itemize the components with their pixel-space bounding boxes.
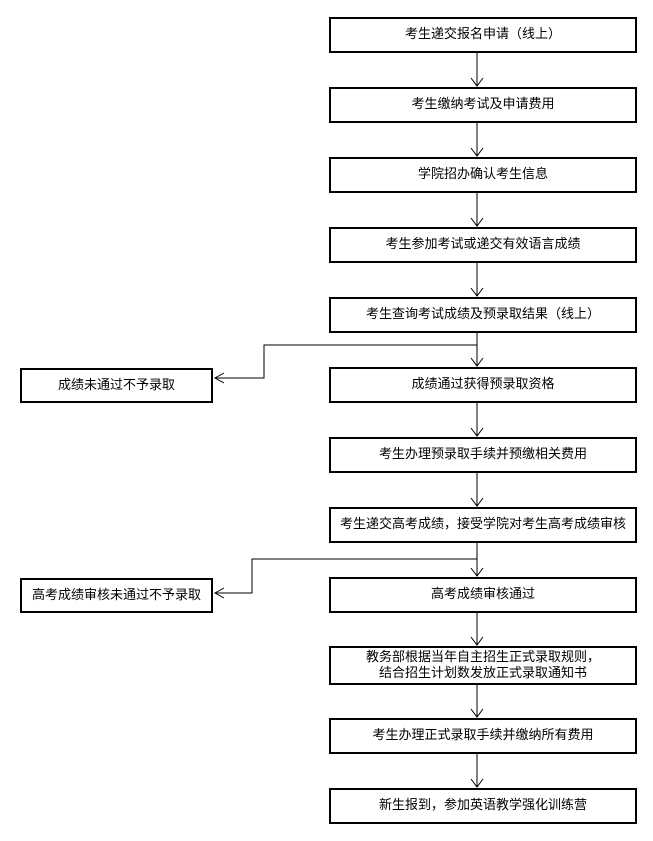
arrowhead-left-2 [213,587,225,599]
arrowhead-down-3 [470,217,484,227]
arrowhead-down-2 [470,147,484,157]
flow-node-gaokao-review-pass: 高考成绩审核通过 [329,577,637,613]
flow-node-issue-admission-letter-line2: 结合招生计划数发放正式录取通知书 [378,665,587,681]
arrowhead-down-11 [470,778,484,788]
flow-node-enrollment-training-camp: 新生报到，参加英语教学强化训练营 [329,788,637,824]
arrowhead-down-4 [470,287,484,297]
arrowhead-down-10 [470,708,484,718]
flow-node-submit-application: 考生递交报名申请（线上） [329,17,637,53]
flow-node-issue-admission-letter-line1: 教务部根据当年自主招生正式录取规则， [365,649,600,665]
flow-node-reject-exam-fail: 成绩未通过不予录取 [20,368,213,403]
flow-node-submit-gaokao-score: 考生递交高考成绩，接受学院对考生高考成绩审核 [329,507,637,543]
flow-node-issue-admission-letter: 教务部根据当年自主招生正式录取规则， 结合招生计划数发放正式录取通知书 [329,646,637,685]
arrowhead-down-9 [470,636,484,646]
flow-node-reject-gaokao-fail: 高考成绩审核未通过不予录取 [20,578,213,613]
flow-node-pre-admission-procedure: 考生办理预录取手续并预缴相关费用 [329,437,637,473]
arrowhead-down-1 [470,77,484,87]
arrowhead-down-5 [470,357,484,367]
flow-node-check-results: 考生查询考试成绩及预录取结果（线上） [329,297,637,333]
arrowhead-left-1 [213,372,225,384]
flow-node-pay-exam-fee: 考生缴纳考试及申请费用 [329,87,637,123]
flow-node-pre-admission-qualify: 成绩通过获得预录取资格 [329,367,637,403]
arrowhead-down-6 [470,427,484,437]
arrowhead-down-7 [470,497,484,507]
flow-node-take-exam: 考生参加考试或递交有效语言成绩 [329,227,637,263]
flow-node-formal-admission-procedure: 考生办理正式录取手续并缴纳所有费用 [329,718,637,754]
flow-node-confirm-info: 学院招办确认考生信息 [329,157,637,193]
arrowhead-down-8 [470,567,484,577]
